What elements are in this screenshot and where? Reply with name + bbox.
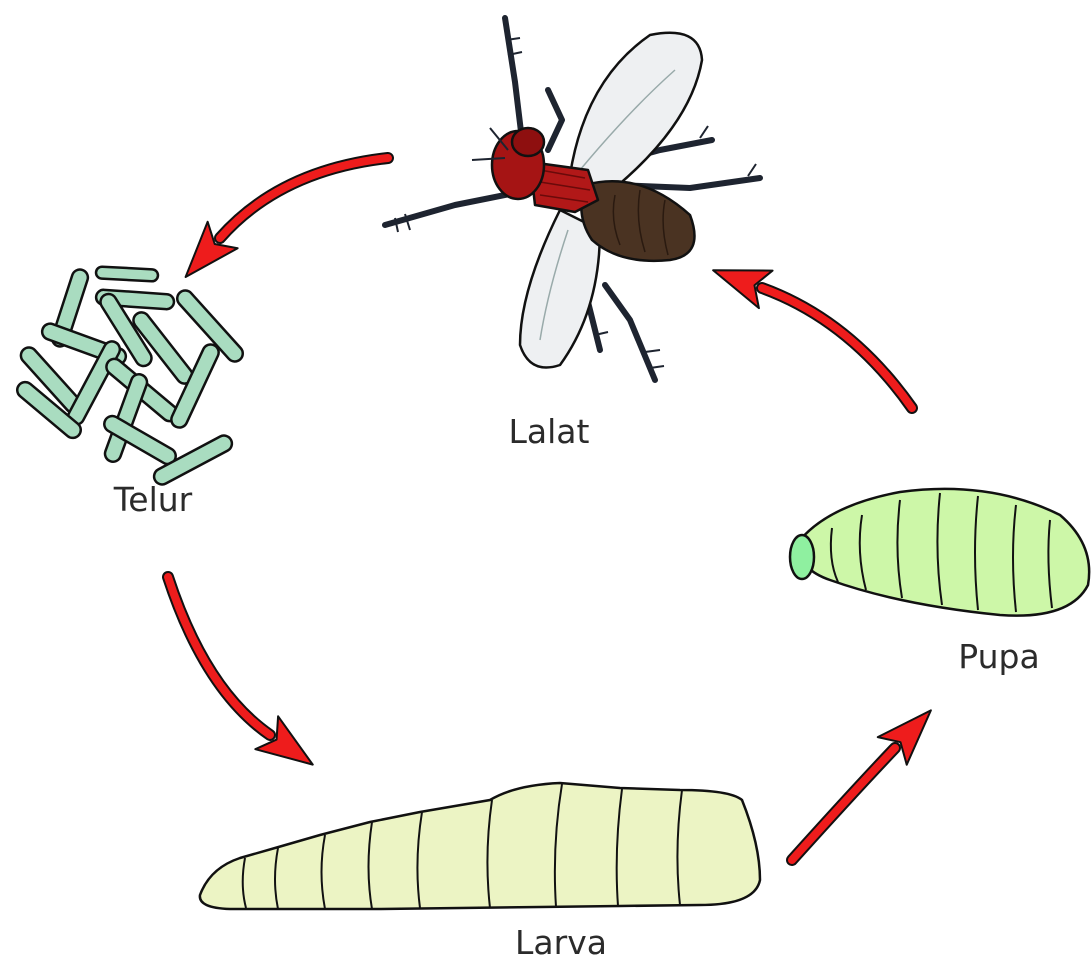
- arrow-pupa-to-adult: [762, 288, 912, 408]
- arrow-adult-to-egg: [220, 158, 388, 238]
- egg-label: Telur: [114, 483, 193, 516]
- arrow-larva-to-pupa: [792, 748, 895, 860]
- arrow-egg-to-larva: [168, 577, 270, 735]
- larva-icon: [200, 783, 760, 909]
- eggs-icon: [14, 266, 246, 487]
- pupa-label: Pupa: [958, 640, 1039, 673]
- pupa-icon: [790, 489, 1089, 616]
- fly-icon: [385, 18, 760, 380]
- larva-label: Larva: [515, 926, 607, 959]
- adult-fly-label: Lalat: [509, 415, 590, 448]
